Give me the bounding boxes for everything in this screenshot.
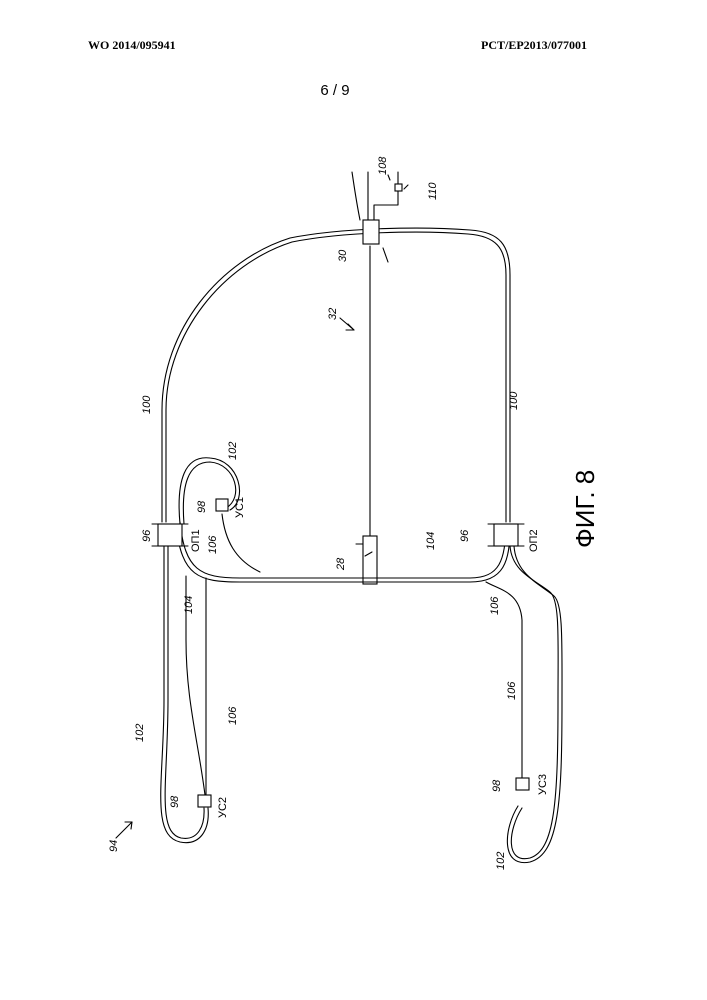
sensor-us2 bbox=[198, 795, 211, 807]
ref-100a: 100 bbox=[141, 395, 153, 414]
branch-102-right-inner bbox=[507, 546, 562, 863]
ref-110: 110 bbox=[427, 182, 439, 200]
us1-loop-102 bbox=[179, 458, 239, 524]
ref-94: 94 bbox=[108, 840, 120, 852]
label-us3: УС3 bbox=[537, 774, 549, 795]
connector-28 bbox=[363, 536, 377, 584]
ref-30: 30 bbox=[337, 249, 349, 262]
ref-102c: 102 bbox=[495, 852, 507, 870]
lead-curve bbox=[352, 172, 360, 220]
support-op1 bbox=[158, 524, 182, 546]
support-op2 bbox=[494, 524, 518, 546]
ref-108: 108 bbox=[377, 156, 389, 175]
lead-108 bbox=[374, 172, 398, 220]
ref-28: 28 bbox=[335, 557, 347, 571]
arrow-94 bbox=[116, 822, 132, 838]
connector-30 bbox=[363, 220, 379, 244]
leader-30 bbox=[383, 248, 388, 262]
ref-98a: 98 bbox=[196, 500, 208, 513]
ref-32: 32 bbox=[327, 308, 339, 320]
ref-102a: 102 bbox=[227, 442, 239, 460]
sensor-us1 bbox=[216, 499, 228, 511]
ref-106c: 106 bbox=[489, 596, 501, 615]
ref-104a: 104 bbox=[183, 596, 195, 614]
ref-102b: 102 bbox=[134, 724, 146, 742]
ref-98c: 98 bbox=[491, 779, 503, 792]
label-us2: УС2 bbox=[217, 797, 229, 818]
ref-106a: 106 bbox=[207, 535, 219, 554]
us1-loop-102-inner bbox=[183, 462, 235, 524]
ref-98b: 98 bbox=[169, 795, 181, 808]
ref-100b: 100 bbox=[508, 391, 520, 410]
label-us1: УС1 bbox=[234, 497, 246, 518]
ref-96a: 96 bbox=[141, 529, 153, 542]
outer-loop-cable-100 bbox=[162, 228, 510, 522]
ref-106b: 106 bbox=[227, 706, 239, 725]
ref-96b: 96 bbox=[459, 529, 471, 542]
label-op2: ОП2 bbox=[528, 529, 540, 552]
figure-caption: ФИГ. 8 bbox=[570, 470, 600, 548]
label-op1: ОП1 bbox=[190, 529, 202, 552]
ref-106d: 106 bbox=[506, 681, 518, 700]
terminal-110 bbox=[395, 184, 402, 191]
leader-110 bbox=[404, 185, 408, 189]
us1-lead-106 bbox=[222, 514, 260, 572]
outer-loop-cable-100-inner bbox=[166, 232, 506, 522]
sensor-us3 bbox=[516, 778, 529, 790]
ref-104b: 104 bbox=[425, 532, 437, 550]
